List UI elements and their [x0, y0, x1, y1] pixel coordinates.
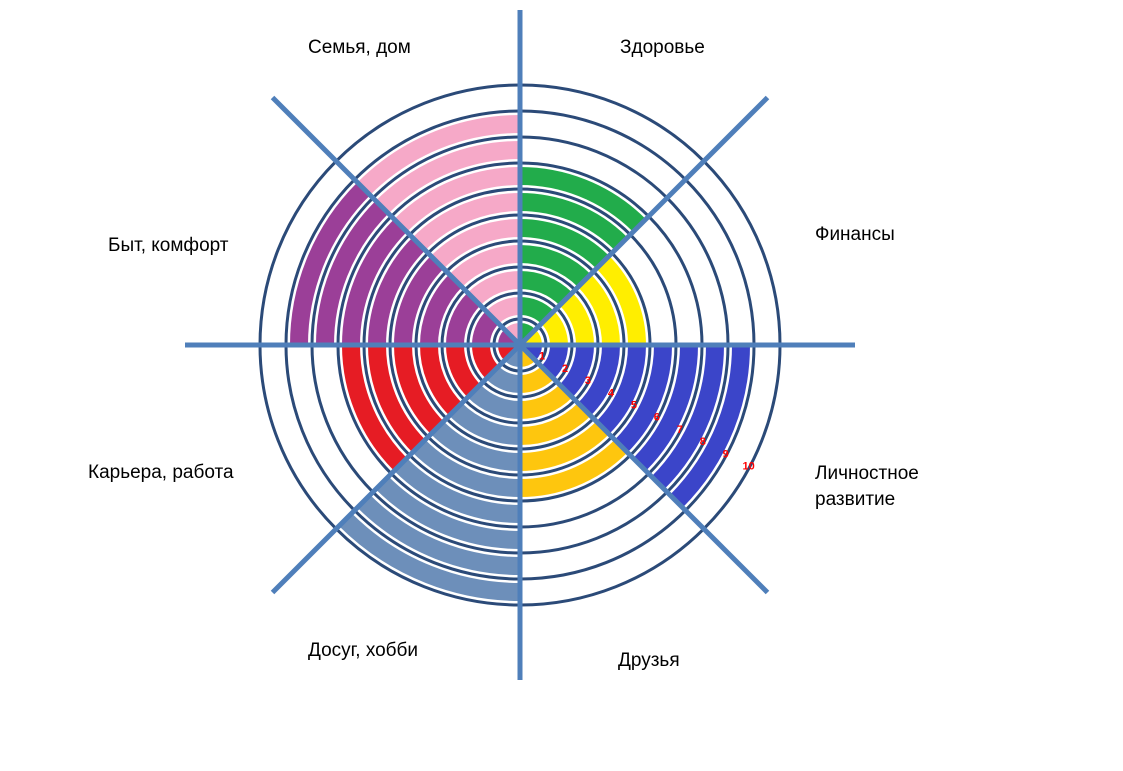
category-label-line: Финансы: [815, 224, 895, 245]
scale-number-3: 3: [585, 375, 591, 387]
scale-number-1: 1: [539, 351, 545, 363]
scale-number-7: 7: [677, 424, 683, 436]
category-label-line: Досуг, хобби: [308, 640, 418, 661]
scale-number-6: 6: [654, 412, 660, 424]
category-label-7: Быт, комфорт: [108, 235, 229, 256]
category-label-line: Здоровье: [620, 37, 705, 58]
category-label-6: Карьера, работа: [88, 462, 234, 483]
scale-number-4: 4: [608, 387, 615, 399]
category-label-line: развитие: [815, 489, 895, 510]
scale-number-8: 8: [700, 436, 706, 448]
category-label-line: Быт, комфорт: [108, 235, 229, 256]
scale-number-5: 5: [631, 399, 637, 411]
category-label-5: Досуг, хобби: [308, 640, 418, 661]
sector-fill-4: [520, 345, 631, 501]
axes-layer: [185, 10, 855, 680]
scale-number-10: 10: [743, 460, 755, 472]
category-label-line: Семья, дом: [308, 37, 411, 58]
category-label-line: Карьера, работа: [88, 462, 234, 483]
category-label-line: Личностное: [815, 463, 919, 484]
scale-number-9: 9: [723, 448, 729, 460]
category-label-4: Друзья: [618, 650, 680, 671]
category-label-3: Личностное развитие: [815, 463, 919, 510]
axis-line-4: [270, 95, 770, 595]
category-label-8: Семья, дом: [308, 37, 411, 58]
category-label-2: Финансы: [815, 224, 895, 245]
scale-numbers-layer: 1 2 3 4 5 6 7 8 9 10: [539, 351, 755, 473]
category-label-1: Здоровье: [620, 37, 705, 58]
scale-number-2: 2: [562, 363, 568, 375]
category-label-line: Друзья: [618, 650, 680, 671]
